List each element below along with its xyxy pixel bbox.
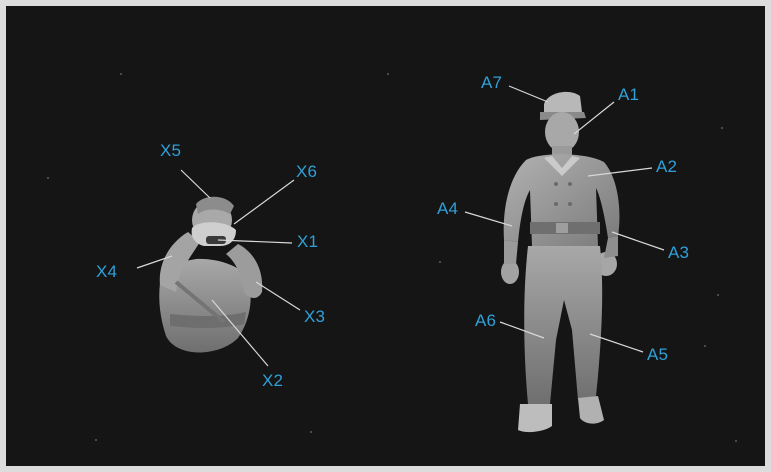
label-x3: X3 [304,308,325,325]
figure-x [159,197,262,353]
label-a1: A1 [618,86,639,103]
label-x2: X2 [262,372,283,389]
label-x6: X6 [296,163,317,180]
label-a6: A6 [475,312,496,329]
label-a3: A3 [668,244,689,261]
label-a4: A4 [437,200,458,217]
dust-specks [47,73,737,442]
label-a2: A2 [656,158,677,175]
label-x5: X5 [160,142,181,159]
label-a7: A7 [481,74,502,91]
label-x1: X1 [297,233,318,250]
label-x4: X4 [96,263,117,280]
figure-a [501,92,619,432]
label-a5: A5 [647,346,668,363]
